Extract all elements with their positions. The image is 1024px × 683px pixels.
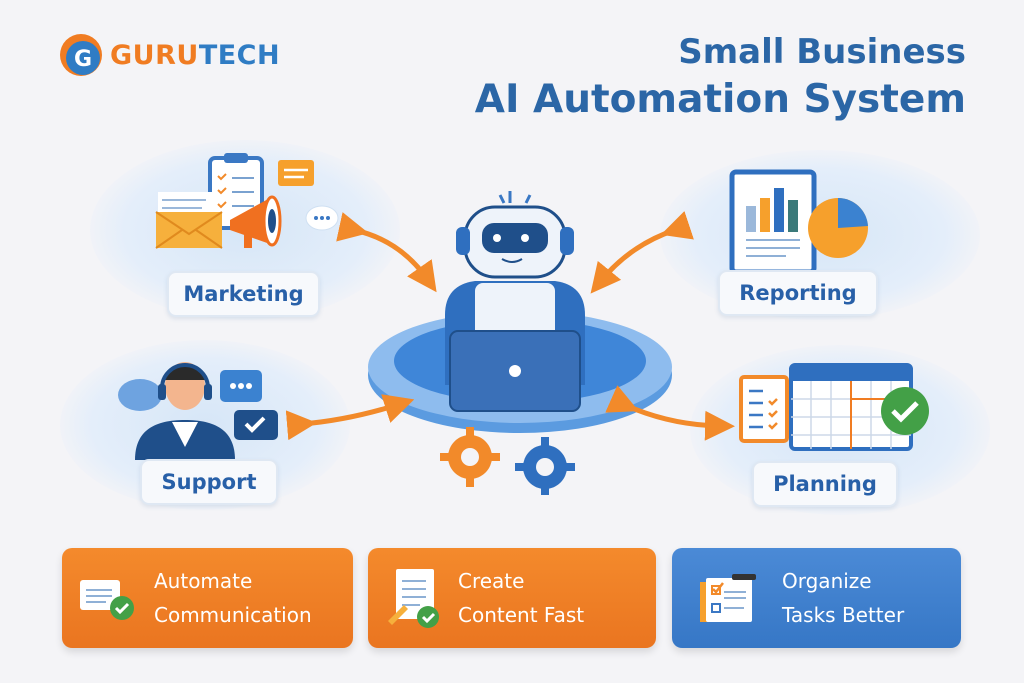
envelope-icon <box>155 192 223 249</box>
robot-with-laptop-icon <box>445 191 585 412</box>
headset-agent-icon <box>135 362 235 460</box>
benefit-text: Automate Communication <box>154 564 312 632</box>
svg-text:G: G <box>74 47 92 72</box>
central-robot-illustration <box>368 191 672 495</box>
benefit-line-1: Organize <box>782 569 872 593</box>
task-checklist-icon <box>700 574 756 622</box>
brand-logo: G GURUTECH <box>58 32 280 78</box>
title-line-1: Small Business <box>678 32 966 72</box>
benefit-line-2: Content Fast <box>458 603 585 627</box>
module-label-planning[interactable]: Planning <box>752 461 898 507</box>
title-line-2: AI Automation System <box>474 77 966 122</box>
benefit-card-tasks[interactable]: Organize Tasks Better <box>672 548 961 648</box>
brand-name-tech: TECH <box>198 39 281 71</box>
checkmark-message-icon <box>220 370 278 440</box>
reporting-illustration <box>729 169 868 270</box>
module-label-support[interactable]: Support <box>140 459 278 505</box>
checklist-document-icon <box>739 375 789 443</box>
blue-gear-icon <box>515 437 575 495</box>
document-pencil-check-icon <box>388 569 439 628</box>
module-label-marketing[interactable]: Marketing <box>167 271 320 317</box>
benefit-card-content[interactable]: Create Content Fast <box>368 548 656 648</box>
message-check-icon <box>80 580 134 620</box>
marketing-illustration <box>155 153 339 249</box>
benefit-line-2: Tasks Better <box>782 603 905 627</box>
brand-name: GURUTECH <box>110 40 280 71</box>
page-title: Small Business AI Automation System <box>475 28 966 124</box>
benefit-text: Organize Tasks Better <box>782 564 904 632</box>
chat-bubble-icon <box>118 379 162 411</box>
benefit-line-1: Automate <box>154 569 253 593</box>
brand-name-guru: GURU <box>110 39 199 71</box>
support-illustration <box>118 362 278 460</box>
module-label-reporting[interactable]: Reporting <box>718 270 878 316</box>
planning-illustration <box>739 363 929 451</box>
benefit-line-2: Communication <box>154 603 312 627</box>
bar-chart-tablet-icon <box>729 169 817 270</box>
chat-bubble-icon <box>278 160 339 231</box>
calendar-icon <box>789 363 913 451</box>
benefit-card-communication[interactable]: Automate Communication <box>62 548 353 648</box>
green-check-icon <box>881 387 929 435</box>
megaphone-icon <box>230 195 282 248</box>
benefit-text: Create Content Fast <box>458 564 584 632</box>
orange-gear-icon <box>440 427 500 487</box>
benefit-line-1: Create <box>458 569 525 593</box>
pie-chart-icon <box>808 197 868 258</box>
logo-g-icon: G <box>60 34 102 76</box>
